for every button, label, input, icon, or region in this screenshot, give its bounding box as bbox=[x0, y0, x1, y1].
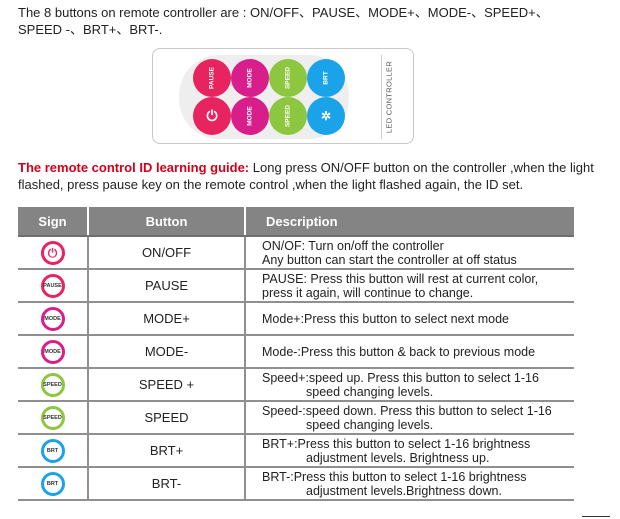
sign-label: ⏻ bbox=[47, 245, 58, 260]
intro-text: The 8 buttons on remote controller are :… bbox=[18, 4, 608, 38]
sign-label: MODE bbox=[44, 348, 61, 355]
table-row: BRT BRT- BRT-:Press this button to select … bbox=[18, 468, 574, 501]
button-name-cell: MODE+ bbox=[89, 303, 246, 334]
power-icon: ⏻ bbox=[206, 107, 218, 124]
description-line-1: Speed+:speed up. Press this button to se… bbox=[262, 370, 539, 385]
description-cell: BRT-:Press this button to select 1-16 br… bbox=[246, 468, 574, 499]
table-row: BRT BRT+ BRT+:Press this button to select … bbox=[18, 435, 574, 468]
description-line-1: BRT+:Press this button to select 1-16 br… bbox=[262, 436, 531, 451]
sign-cell: SPEED bbox=[18, 402, 89, 433]
sign-label: PAUSE bbox=[43, 282, 62, 289]
button-name-cell: SPEED + bbox=[89, 369, 246, 400]
sign-label: SPEED bbox=[43, 414, 62, 421]
remote-brand-label: LED CONTROLLER bbox=[384, 60, 394, 134]
remote-brightness-up-button: BRT bbox=[307, 59, 345, 97]
speed-down-icon: SPEED bbox=[40, 405, 65, 430]
description-line-1: BRT-:Press this button to select 1-16 br… bbox=[262, 469, 527, 484]
table-header-row: Sign Button Description bbox=[18, 207, 574, 237]
sign-label: BRT bbox=[46, 480, 59, 487]
remote-speed-label: SPEED bbox=[284, 66, 292, 90]
remote-mode-up-button: MODE bbox=[231, 59, 269, 97]
sign-cell: PAUSE bbox=[18, 270, 89, 301]
sign-cell: SPEED bbox=[18, 369, 89, 400]
description-line-2: adjustment levels. Brightness up. bbox=[306, 450, 490, 465]
intro-line-1: The 8 buttons on remote controller are :… bbox=[18, 5, 549, 20]
description-cell: Mode-:Press this button & back to previo… bbox=[246, 336, 574, 367]
sign-label: MODE bbox=[44, 315, 61, 322]
sign-label: BRT bbox=[46, 447, 59, 454]
description-line-1: PAUSE: Press this button will rest at cu… bbox=[262, 271, 539, 286]
remote-power-button: ⏻ bbox=[193, 97, 231, 135]
table-row: MODE MODE- Mode-:Press this button & back … bbox=[18, 336, 574, 369]
brightness-down-icon: BRT bbox=[40, 471, 65, 496]
button-name-cell: BRT+ bbox=[89, 435, 246, 466]
description-line-1: ON/OF: Turn on/off the controller bbox=[262, 238, 444, 253]
description-line-2: press it again, will continue to change. bbox=[262, 285, 474, 300]
description-line-1: Speed-:speed down. Press this button to … bbox=[262, 403, 552, 418]
table-row: SPEED SPEED Speed-:speed down. Press this … bbox=[18, 402, 574, 435]
sign-cell: MODE bbox=[18, 336, 89, 367]
remote-button-pad: PAUSE MODE SPEED BRT ⏻ MODE SPEED ✲ bbox=[179, 55, 349, 139]
description-cell: BRT+:Press this button to select 1-16 br… bbox=[246, 435, 574, 466]
mode-up-icon: MODE bbox=[40, 306, 65, 331]
header-sign: Sign bbox=[18, 207, 89, 235]
page-corner-mark bbox=[582, 516, 610, 517]
remote-brt-label: BRT bbox=[322, 71, 330, 85]
description-line-1: Mode-:Press this button & back to previo… bbox=[262, 344, 536, 359]
remote-divider bbox=[381, 55, 382, 139]
power-icon: ⏻ bbox=[40, 240, 65, 265]
guide-text: Long press ON/OFF button on the controll… bbox=[18, 160, 594, 192]
remote-speed-label-2: SPEED bbox=[284, 104, 292, 128]
description-cell: PAUSE: Press this button will rest at cu… bbox=[246, 270, 574, 301]
remote-controller-illustration: PAUSE MODE SPEED BRT ⏻ MODE SPEED ✲ LED … bbox=[152, 48, 414, 144]
description-cell: Speed-:speed down. Press this button to … bbox=[246, 402, 574, 433]
remote-speed-up-button: SPEED bbox=[269, 59, 307, 97]
button-name-cell: SPEED bbox=[89, 402, 246, 433]
intro-line-2: SPEED -、BRT+、BRT-. bbox=[18, 22, 163, 37]
table-row: SPEED SPEED + Speed+:speed up. Press this … bbox=[18, 369, 574, 402]
remote-mode-down-button: MODE bbox=[231, 97, 269, 135]
button-name-cell: BRT- bbox=[89, 468, 246, 499]
description-line-2: speed changing levels. bbox=[306, 417, 434, 432]
sign-cell: BRT bbox=[18, 468, 89, 499]
remote-mode-label-2: MODE bbox=[246, 106, 254, 126]
header-description: Description bbox=[266, 213, 338, 229]
table-row: MODE MODE+ Mode+:Press this button to sele… bbox=[18, 303, 574, 336]
header-button: Button bbox=[89, 207, 246, 235]
mode-down-icon: MODE bbox=[40, 339, 65, 364]
description-line-2: adjustment levels.Brightness down. bbox=[306, 483, 502, 498]
table-row: PAUSE PAUSE PAUSE: Press this button will … bbox=[18, 270, 574, 303]
button-name-cell: MODE- bbox=[89, 336, 246, 367]
button-name-cell: PAUSE bbox=[89, 270, 246, 301]
description-line-2: Any button can start the controller at o… bbox=[262, 252, 517, 267]
description-cell: Mode+:Press this button to select next m… bbox=[246, 303, 574, 334]
sign-cell: MODE bbox=[18, 303, 89, 334]
remote-brightness-down-button: ✲ bbox=[307, 97, 345, 135]
pause-icon: PAUSE bbox=[40, 273, 65, 298]
remote-pause-label: PAUSE bbox=[208, 67, 216, 89]
remote-pause-button: PAUSE bbox=[193, 59, 231, 97]
sign-label: SPEED bbox=[43, 381, 62, 388]
sign-cell: ⏻ bbox=[18, 237, 89, 268]
sun-icon: ✲ bbox=[320, 109, 332, 123]
description-line-2: speed changing levels. bbox=[306, 384, 434, 399]
id-learning-guide: The remote control ID learning guide: Lo… bbox=[18, 159, 614, 193]
speed-up-icon: SPEED bbox=[40, 372, 65, 397]
description-line-1: Mode+:Press this button to select next m… bbox=[262, 311, 510, 326]
button-name-cell: ON/OFF bbox=[89, 237, 246, 268]
remote-speed-down-button: SPEED bbox=[269, 97, 307, 135]
brightness-up-icon: BRT bbox=[40, 438, 65, 463]
guide-heading: The remote control ID learning guide: bbox=[18, 160, 250, 175]
sign-cell: BRT bbox=[18, 435, 89, 466]
description-cell: Speed+:speed up. Press this button to se… bbox=[246, 369, 574, 400]
remote-mode-label: MODE bbox=[246, 68, 254, 88]
